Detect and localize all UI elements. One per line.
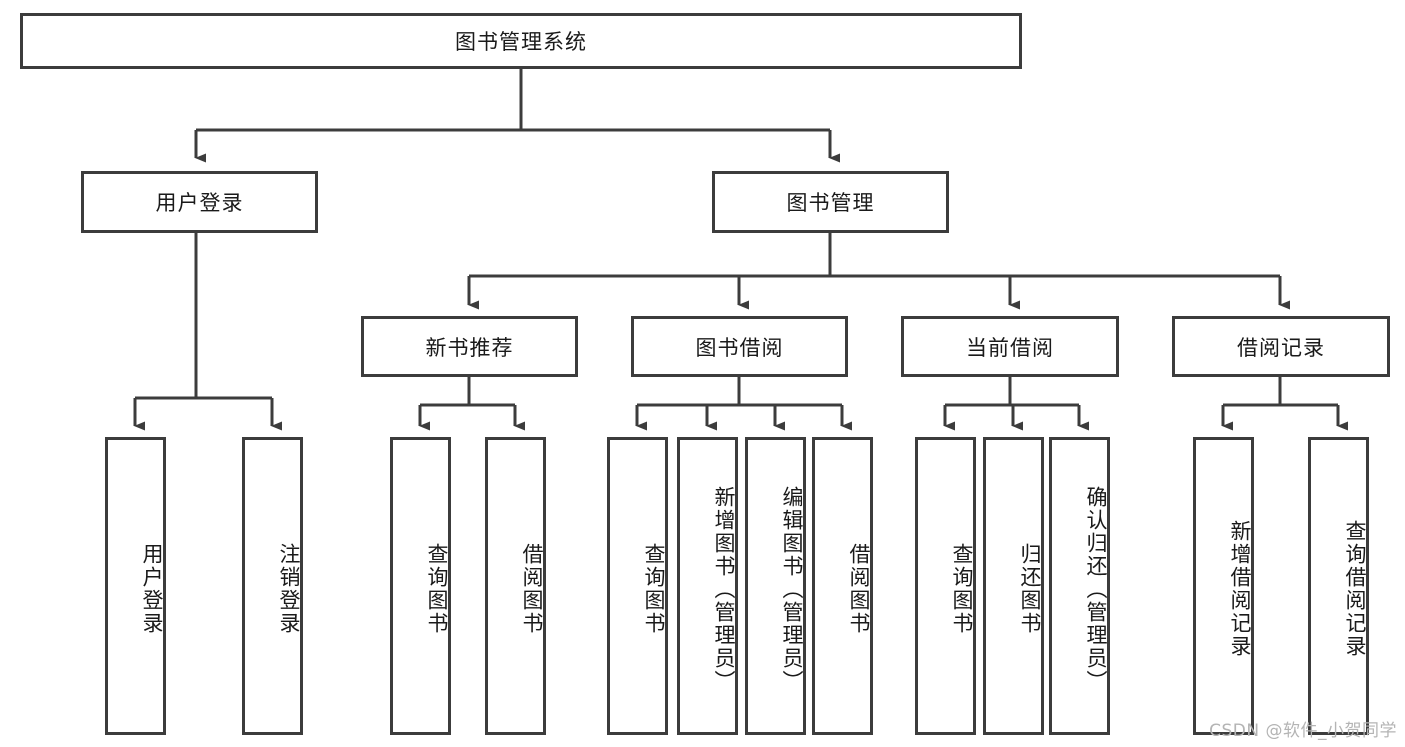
- node-new-book-recommendation[interactable]: 新书推荐: [361, 316, 578, 377]
- node-label: 查询图书: [950, 543, 974, 635]
- node-book-borrowing[interactable]: 图书借阅: [631, 316, 848, 377]
- node-label: 查询图书: [425, 543, 449, 635]
- node-label: 当前借阅: [966, 335, 1054, 360]
- node-label: 编辑图书（管理员）: [780, 485, 804, 693]
- node-label: 借阅记录: [1237, 335, 1325, 360]
- leaf-add-book-admin[interactable]: 新增图书（管理员）: [677, 437, 738, 735]
- node-label: 借阅图书: [847, 543, 871, 635]
- node-label: 查询借阅记录: [1343, 520, 1367, 658]
- node-label: 用户登录: [155, 191, 244, 215]
- node-label: 新增借阅记录: [1228, 520, 1252, 658]
- node-borrowing-records[interactable]: 借阅记录: [1172, 316, 1390, 377]
- node-book-management[interactable]: 图书管理: [712, 171, 949, 233]
- leaf-borrow-books[interactable]: 借阅图书: [812, 437, 873, 735]
- leaf-borrow-books-recommend[interactable]: 借阅图书: [485, 437, 546, 735]
- node-label: 查询图书: [642, 543, 666, 635]
- node-label: 归还图书: [1018, 543, 1042, 635]
- leaf-add-borrow-record[interactable]: 新增借阅记录: [1193, 437, 1254, 735]
- node-label: 确认归还（管理员）: [1084, 485, 1108, 693]
- leaf-logout[interactable]: 注销登录: [242, 437, 303, 735]
- leaf-query-borrow-record[interactable]: 查询借阅记录: [1308, 437, 1369, 735]
- node-label: 用户登录: [140, 543, 164, 635]
- node-label: 图书借阅: [695, 335, 784, 360]
- node-label: 借阅图书: [520, 543, 544, 635]
- node-current-borrowing[interactable]: 当前借阅: [901, 316, 1119, 377]
- node-label: 新增图书（管理员）: [712, 485, 736, 693]
- leaf-return-books[interactable]: 归还图书: [983, 437, 1044, 735]
- node-label: 新书推荐: [425, 335, 514, 360]
- leaf-user-login[interactable]: 用户登录: [105, 437, 166, 735]
- node-label: 图书管理: [786, 191, 875, 215]
- leaf-edit-book-admin[interactable]: 编辑图书（管理员）: [745, 437, 806, 735]
- node-user-login[interactable]: 用户登录: [81, 171, 318, 233]
- node-label: 注销登录: [277, 543, 301, 635]
- leaf-query-books-recommend[interactable]: 查询图书: [390, 437, 451, 735]
- node-root-book-management-system[interactable]: 图书管理系统: [20, 13, 1022, 69]
- node-label: 图书管理系统: [455, 30, 587, 54]
- leaf-confirm-return-admin[interactable]: 确认归还（管理员）: [1049, 437, 1110, 735]
- leaf-query-books-borrow[interactable]: 查询图书: [607, 437, 668, 735]
- leaf-query-books-current[interactable]: 查询图书: [915, 437, 976, 735]
